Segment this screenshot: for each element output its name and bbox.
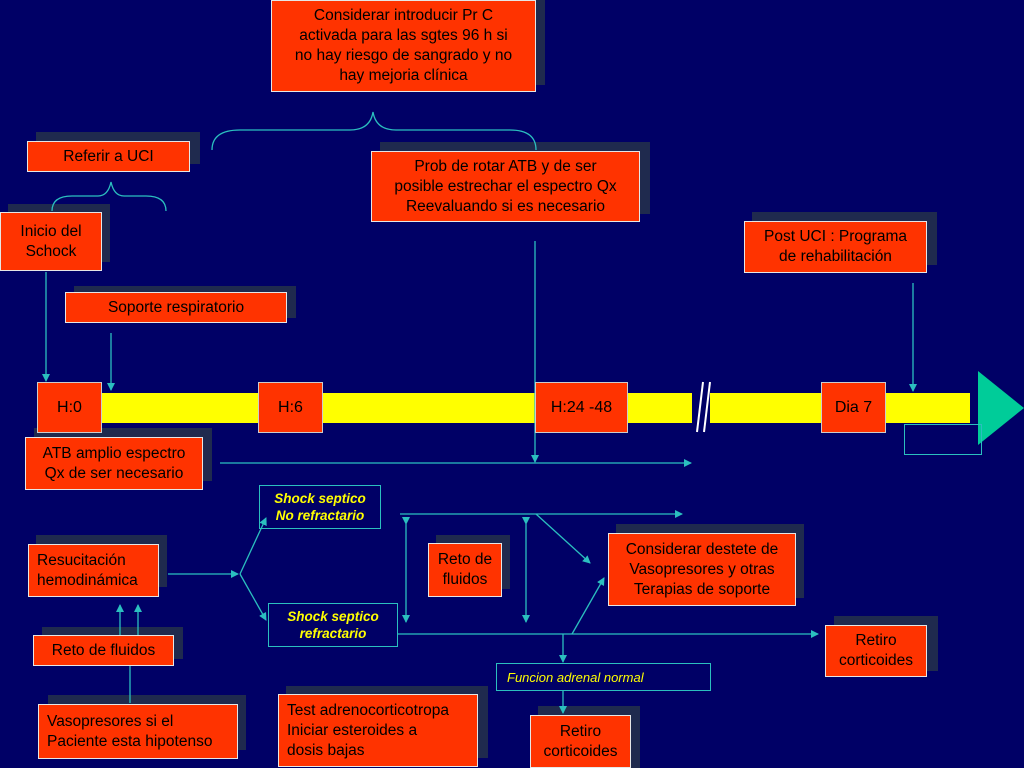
post-uci-box: Post UCI : Programa de rehabilitación [744, 221, 927, 273]
timeline-break-mark [692, 381, 711, 434]
shock-no-refractario-label: Shock septico No refractario [259, 485, 381, 529]
prob-rotar-atb-box: Prob de rotar ATB y de ser posible estre… [371, 151, 640, 222]
test-adrenocorticotropa-box: Test adrenocorticotropa Iniciar esteroid… [278, 694, 478, 767]
timeline-marker-h6: H:6 [258, 382, 323, 433]
timeline-marker-dia7: Dia 7 [821, 382, 886, 433]
tiempo-label: Tiempo [904, 424, 982, 455]
reto-fluidos-left-box: Reto de fluidos [33, 635, 174, 666]
retiro-corticoides-bottom-box: Retiro corticoides [530, 715, 631, 768]
atb-amplio-box: ATB amplio espectro Qx de ser necesario [25, 437, 203, 490]
vasopresores-box: Vasopresores si el Paciente esta hipoten… [38, 704, 238, 759]
funcion-adrenal-label: Funcion adrenal normal [496, 663, 711, 691]
considerar-pr-c-box: Considerar introducir Pr C activada para… [271, 0, 536, 92]
retiro-corticoides-right-box: Retiro corticoides [825, 625, 927, 677]
considerar-destete-box: Considerar destete de Vasopresores y otr… [608, 533, 796, 606]
timeline-marker-h24-48: H:24 -48 [535, 382, 628, 433]
soporte-respiratorio-box: Soporte respiratorio [65, 292, 287, 323]
shock-refractario-label: Shock septico refractario [268, 603, 398, 647]
timeline-marker-h0: H:0 [37, 382, 102, 433]
brace-top [211, 111, 537, 151]
timeline-arrowhead [978, 371, 1024, 445]
brace-uci [51, 181, 167, 212]
resucitacion-box: Resucitación hemodinámica [28, 544, 159, 597]
reto-fluidos-mid-box: Reto de fluidos [428, 543, 502, 597]
referir-uci-box: Referir a UCI [27, 141, 190, 172]
inicio-schock-box: Inicio del Schock [0, 212, 102, 271]
